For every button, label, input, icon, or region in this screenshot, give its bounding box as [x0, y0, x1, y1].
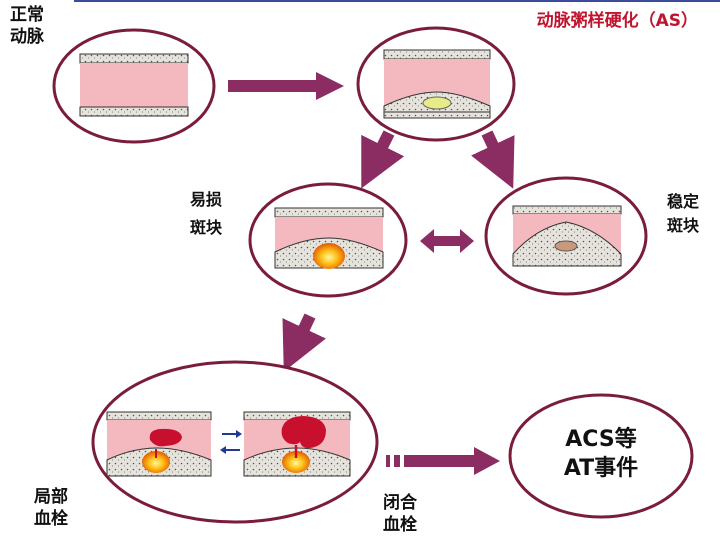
large-thrombus: [281, 416, 326, 449]
label-normal-line1: 正常: [10, 5, 44, 25]
vulnerable-plaque-panel: [248, 182, 408, 298]
label-occlusive-thrombus: 闭合 血栓: [383, 492, 417, 536]
local-thrombus-panel: [91, 360, 379, 524]
label-occlusive-line2: 血栓: [383, 515, 417, 535]
arrow-normal-to-early: [228, 72, 344, 100]
stable-lumen: [513, 214, 621, 254]
label-vulnerable-plaque: 易损 斑块: [190, 186, 222, 242]
label-vulnerable-line2: 斑块: [190, 218, 223, 237]
outcome-line2: AT事件: [563, 456, 639, 481]
label-stable-line2: 斑块: [667, 216, 700, 235]
outcome-line1: ACS等: [565, 427, 637, 452]
arrow-early-to-stable: [471, 130, 515, 189]
arrow-thrombus-to-events: [386, 447, 500, 475]
top-rule: [74, 0, 720, 2]
stable-plaque-panel: [484, 176, 648, 296]
label-stable-plaque: 稳定 斑块: [667, 190, 699, 238]
diagram-title: 动脉粥样硬化（AS）: [536, 11, 698, 31]
label-normal-line2: 动脉: [10, 27, 44, 47]
label-local-thrombus: 局部 血栓: [34, 486, 68, 530]
early-plaque-panel: [356, 26, 516, 142]
stable-lipid-core: [554, 240, 578, 252]
label-vulnerable-line1: 易损: [190, 190, 223, 209]
early-lipid-core: [422, 96, 452, 110]
arrow-vulnerable-stable: [420, 229, 474, 253]
label-local-line1: 局部: [34, 487, 68, 507]
vulnerable-lumen: [275, 217, 383, 252]
arrow-early-to-vulnerable: [361, 130, 405, 189]
events-panel: [508, 393, 694, 519]
vulnerable-lipid-core: [313, 243, 345, 269]
outcome-text: ACS等 AT事件: [515, 425, 687, 483]
early-lumen: [384, 59, 490, 106]
normal-wall-bottom: [79, 106, 189, 117]
label-local-line2: 血栓: [34, 509, 68, 529]
label-stable-line1: 稳定: [667, 192, 700, 211]
normal-artery-panel: [52, 28, 216, 144]
label-normal-artery: 正常 动脉: [10, 4, 44, 48]
events-ellipse: [508, 393, 694, 519]
arrow-vulnerable-to-thrombus: [282, 313, 326, 372]
normal-wall-top: [79, 53, 189, 64]
local-thrombus-ellipse: [91, 360, 379, 524]
label-occlusive-line1: 闭合: [383, 493, 417, 513]
early-wall-top: [383, 49, 491, 60]
normal-lumen: [80, 63, 188, 107]
small-thrombus: [149, 428, 182, 447]
